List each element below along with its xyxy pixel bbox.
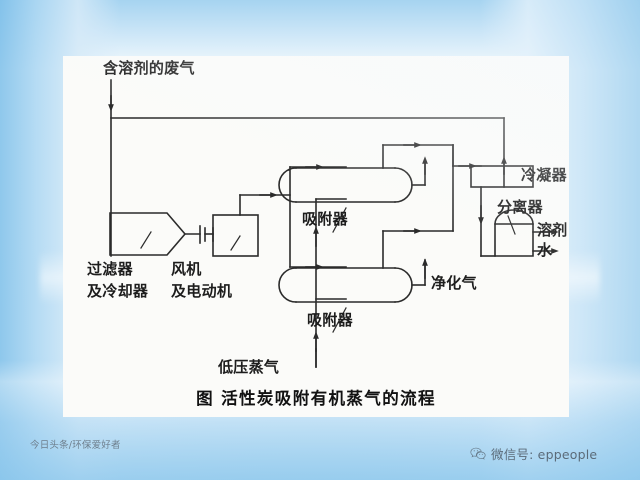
label-adsorber-top: 吸附器 [302, 210, 348, 228]
shape-fan-motor [212, 214, 259, 257]
label-solvent: 溶剂 [537, 221, 568, 239]
label-filter-cooler-line1: 过滤器 [87, 260, 133, 278]
figure-caption: 图 活性炭吸附有机蒸气的流程 [196, 389, 436, 408]
vessel-bottom-adsorber-left-cap [278, 267, 297, 303]
watermark-wechat: 微信号: eppeople [470, 444, 597, 463]
watermark-toutiao: 今日头条/环保爱好者 [30, 440, 121, 451]
label-water: 水 [537, 241, 553, 259]
vessel-top-adsorber-right-cap [394, 167, 413, 203]
leader-filter-cooler [140, 231, 152, 249]
vessel-top-adsorber-left-cap [278, 167, 297, 203]
figure-panel: 含溶剂的废气 过滤器 及冷却器 风机 及电动机 吸附器 吸附器 冷凝器 分离器 … [63, 56, 569, 417]
label-purified-gas: 净化气 [431, 274, 477, 292]
vessel-bottom-adsorber-right-cap [394, 267, 413, 303]
shape-filter-cooler [109, 212, 187, 256]
leader-fan-motor [230, 235, 241, 251]
label-low-pressure-steam: 低压蒸气 [218, 358, 280, 376]
wechat-icon [470, 447, 486, 460]
shape-separator-body [494, 223, 534, 257]
label-fan-motor-line1: 风机 [171, 260, 202, 278]
label-fan-motor-line2: 及电动机 [171, 282, 233, 300]
watermark-wechat-text: 微信号: eppeople [491, 447, 598, 462]
vessel-top-adsorber-shell [295, 167, 396, 203]
leader-separator [507, 215, 516, 235]
label-separator: 分离器 [497, 198, 543, 216]
leader-bottom-adsorber [332, 307, 347, 333]
vessel-bottom-adsorber-shell [295, 267, 396, 303]
shape-condenser [470, 165, 534, 188]
shape-separator-dome [494, 209, 534, 225]
leader-top-adsorber [332, 207, 347, 233]
label-adsorber-bottom: 吸附器 [307, 311, 353, 329]
process-flow-diagram [108, 79, 559, 368]
label-filter-cooler-line2: 及冷却器 [87, 282, 149, 300]
label-waste-gas-inlet: 含溶剂的废气 [103, 59, 195, 77]
label-condenser: 冷凝器 [521, 166, 567, 184]
